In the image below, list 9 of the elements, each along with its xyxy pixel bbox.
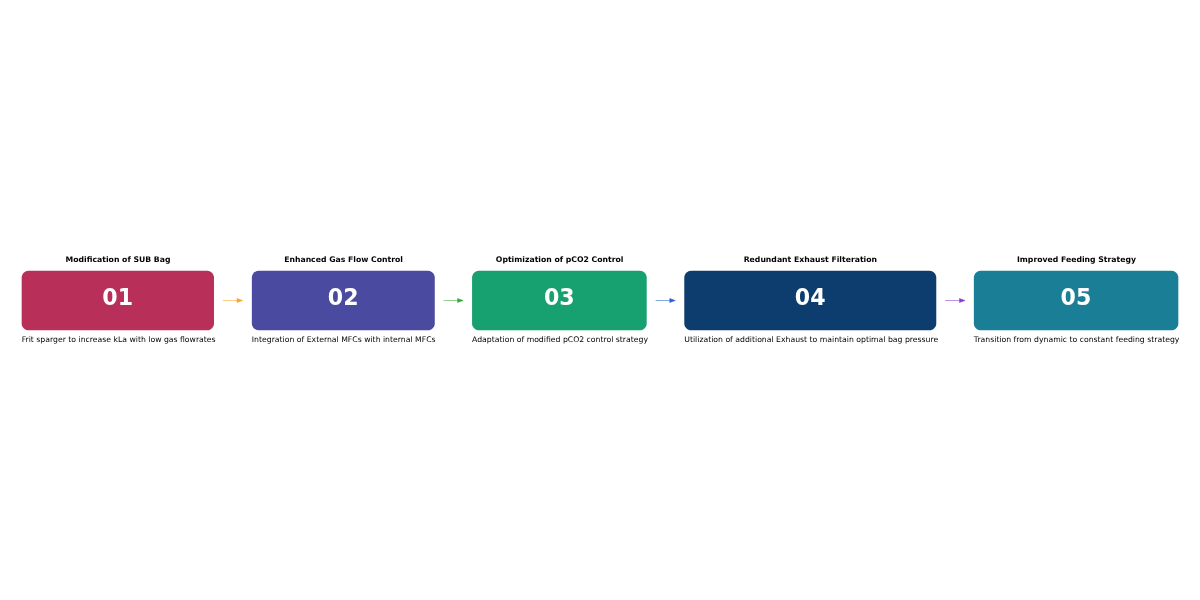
arrow bbox=[944, 297, 966, 303]
node-box: 03 bbox=[472, 270, 647, 330]
node-box: 02 bbox=[251, 270, 435, 330]
arrow bbox=[443, 297, 464, 303]
arrow bbox=[655, 297, 676, 303]
arrow bbox=[222, 297, 243, 303]
node-box: 04 bbox=[684, 270, 937, 330]
node-box: 05 bbox=[973, 270, 1179, 330]
node-box: 01 bbox=[21, 270, 214, 330]
